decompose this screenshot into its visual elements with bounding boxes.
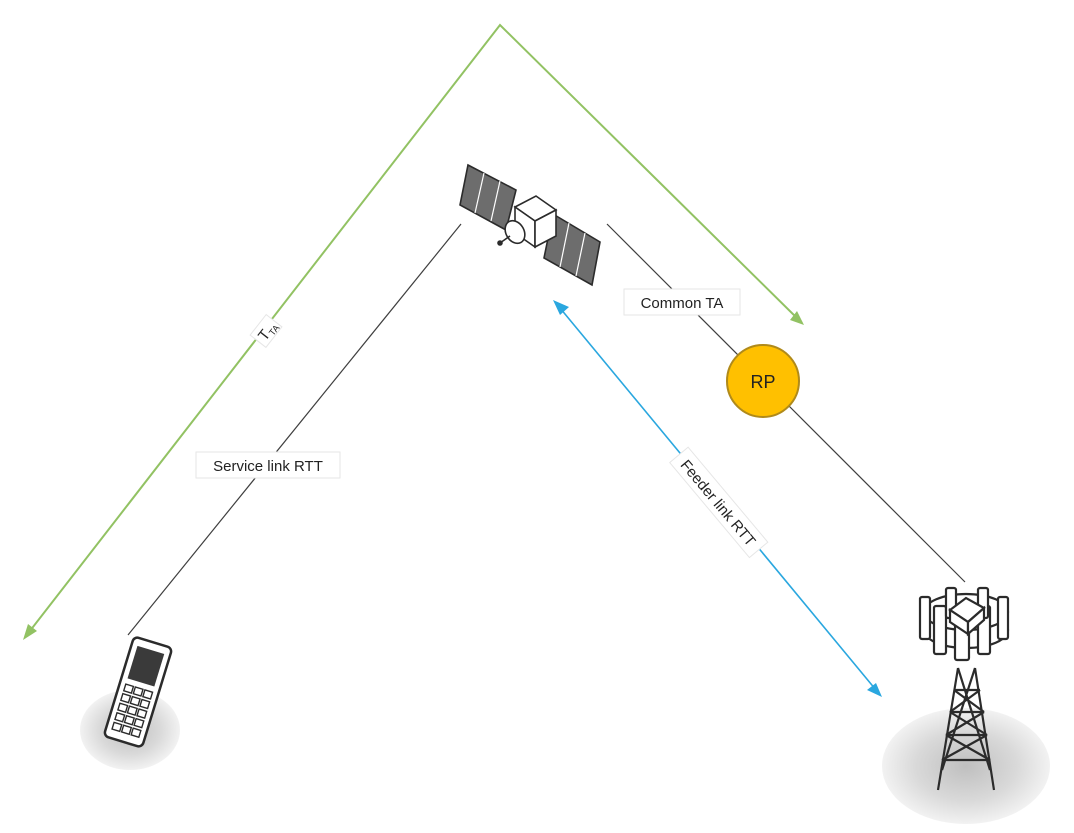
common-ta-text: Common TA (641, 295, 724, 312)
tta-arrow (23, 23, 804, 640)
common-ta-label: Common TA (623, 288, 741, 316)
tta-label: TTA (249, 313, 283, 349)
tower-shadow (882, 708, 1050, 824)
service-link-line (127, 223, 462, 636)
cell-tower-icon (918, 586, 1010, 791)
satellite-icon (459, 163, 601, 287)
rp-label: RP (750, 372, 775, 392)
service-link-text: Service link RTT (213, 458, 323, 475)
feeder-link-label: Feeder link RTT (669, 446, 769, 559)
service-link-label: Service link RTT (195, 451, 341, 479)
reference-point: RP (726, 344, 800, 418)
mobile-phone-icon (103, 636, 173, 748)
feeder-link-text: Feeder link RTT (677, 457, 759, 550)
